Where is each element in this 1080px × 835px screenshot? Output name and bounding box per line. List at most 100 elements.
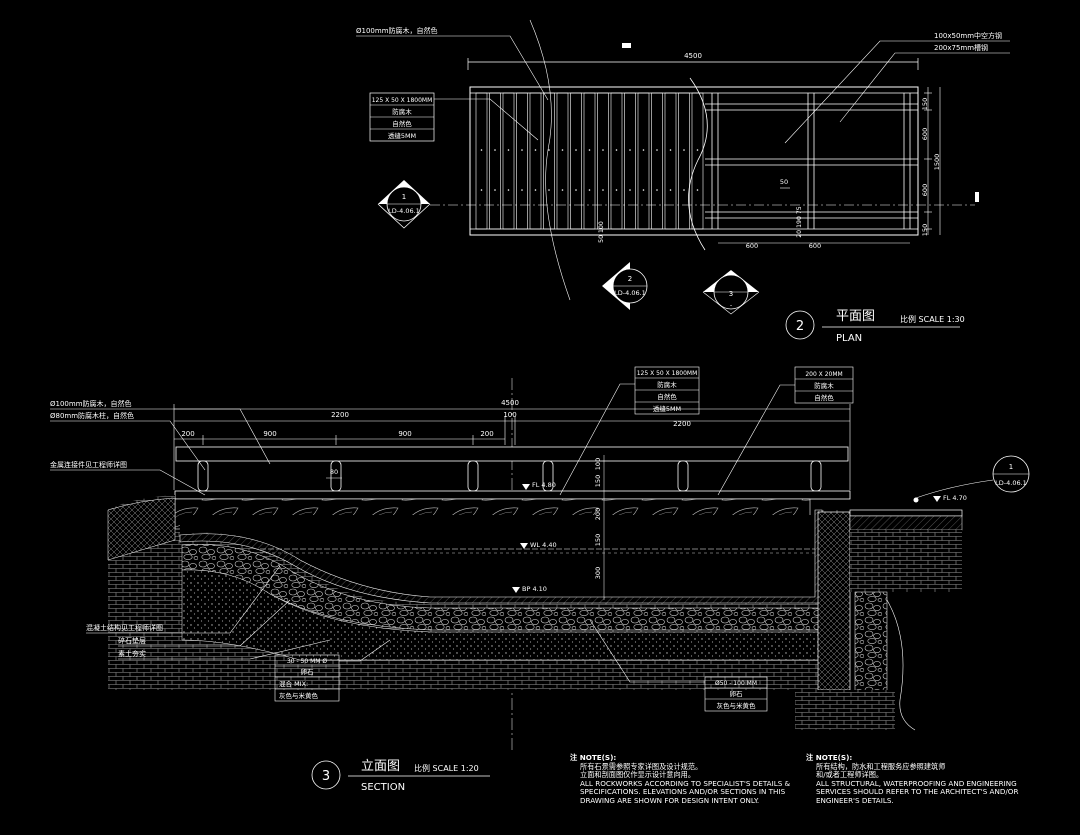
plank-screw <box>642 189 645 191</box>
level-fl2: FL 4.70 <box>943 494 967 502</box>
deck-plank <box>502 92 515 230</box>
deck-spec-material: 防腐木 <box>657 380 677 389</box>
rail-post <box>330 460 342 492</box>
note-structural-line: 和/或者工程师详图。 <box>816 770 884 780</box>
plank-screw <box>615 149 618 151</box>
plan-label-steel2: 200x75mm槽钢 <box>934 43 988 52</box>
section-deck-table: 125 X 50 X 1800MM 防腐木 自然色 透缝5MM <box>559 366 700 496</box>
section-deck <box>174 490 851 500</box>
section-label-concrete: 混凝土结构见工程师详图 <box>86 623 163 632</box>
plank-screw <box>683 189 685 191</box>
plan-spec-gap: 透缝5MM <box>388 131 416 140</box>
plank-screw <box>656 189 658 191</box>
rail-spec-material: 防腐木 <box>814 381 834 390</box>
section-title-cn: 立面图 <box>361 759 400 774</box>
deck-plank <box>597 92 609 230</box>
note-structural: 注 NOTE(S): 所有结构，防水和工程服务应参照建筑师 和/或者工程师详图。… <box>806 753 1019 806</box>
plank-screw <box>521 149 523 151</box>
pebble-small-color: 灰色与米黄色 <box>279 691 319 700</box>
deck-plank <box>516 92 528 230</box>
plank-screw <box>494 149 496 151</box>
plank-screw <box>696 149 699 151</box>
plan-callout-2-ref: LD-4.06.1 <box>614 289 646 297</box>
deck-plank <box>543 92 555 230</box>
plank-screw <box>480 189 483 191</box>
plank-screw <box>521 189 523 191</box>
plank-screw <box>696 189 699 191</box>
plan-callout-2: 2 LD-4.06.1 <box>602 262 648 310</box>
plan-callout-1-num: 1 <box>402 193 406 201</box>
plank-screw <box>602 149 604 151</box>
plank-screw <box>629 189 631 191</box>
plank-screw <box>561 189 564 191</box>
deck-plank <box>489 92 501 230</box>
note-structural-line: ENGINEER'S DETAILS. <box>816 795 894 805</box>
plan-title-en: PLAN <box>836 333 862 344</box>
plank-screw <box>683 149 685 151</box>
plank-screw <box>494 189 496 191</box>
plan-title-cn: 平面图 <box>836 309 875 324</box>
plan-spec-color: 自然色 <box>392 119 412 128</box>
plan-dim-h600b: 600 <box>809 242 821 250</box>
plan-callout-3-ref: - <box>730 301 733 309</box>
note-structural-line: ALL STRUCTURAL, WATERPROOFING AND ENGINE… <box>816 778 1017 788</box>
plan-callout-1: 1 LD-4.06.1 <box>377 180 431 229</box>
plank-screw <box>534 149 537 151</box>
section-view: 4500 2200 100 2200 200 900 900 200 80 <box>50 366 1030 793</box>
plank-screw <box>629 149 631 151</box>
rail-post <box>197 460 209 492</box>
plank-screw <box>656 149 658 151</box>
note-rockworks-line: ALL ROCKWORKS ACCORDING TO SPECIALIST'S … <box>580 778 791 788</box>
section-dim-v100: 100 <box>594 458 602 470</box>
section-dim-80: 80 <box>330 468 338 476</box>
deck-plank <box>475 92 488 230</box>
plan-spec-table: 125 X 50 X 1800MM 防腐木 自然色 透缝5MM <box>369 92 539 142</box>
section-label-post: Ø80mm防腐木柱，自然色 <box>50 411 134 420</box>
section-title-block: 3 立面图 SECTION 比例 SCALE 1:20 <box>311 759 490 793</box>
deck-plank <box>678 92 690 230</box>
plank-screw <box>602 189 604 191</box>
plan-steel-frame <box>705 93 918 229</box>
plan-callout-3-num: 3 <box>729 290 733 298</box>
rail-post <box>810 460 822 492</box>
level-fl1: FL 4.80 <box>532 481 556 489</box>
section-pebble-small-table: 30 - 50 MM Ø 卵石 混合 MIX: 灰色与米黄色 <box>274 639 391 702</box>
level-wl: WL 4.40 <box>530 541 557 549</box>
pebble-large-name: 卵石 <box>730 689 744 698</box>
section-dim-900a: 900 <box>263 430 276 438</box>
plan-callout-3: 3 - <box>702 270 760 315</box>
section-label-soil: 素土夯实 <box>118 649 146 658</box>
deck-spec-size: 125 X 50 X 1800MM <box>637 370 698 377</box>
plan-callout-2-num: 2 <box>628 275 632 283</box>
section-levels: FL 4.80 WL 4.40 BP 4.10 FL 4.70 <box>512 481 967 593</box>
plank-screw <box>548 149 550 151</box>
note-structural-line: SERVICES SHOULD REFER TO THE ARCHITECT'S… <box>816 787 1019 797</box>
plan-dim-overall: 4500 <box>684 52 702 60</box>
section-label-pole: Ø100mm防腐木，自然色 <box>50 399 132 408</box>
section-pebble-large-table: Ø50 - 100 MM 卵石 灰色与米黄色 <box>589 619 768 712</box>
section-callout-1: 1 LD-4.06.1 <box>915 455 1030 499</box>
plan-marker-top <box>622 43 631 48</box>
rail-spec-color: 自然色 <box>814 393 834 402</box>
plank-screw <box>642 149 645 151</box>
plank-screw <box>575 149 577 151</box>
plan-dim-50-100: 50 100 <box>598 221 605 243</box>
section-dim-200a: 200 <box>181 430 194 438</box>
deck-plank <box>691 92 704 230</box>
section-label-connector: 金属连接件见工程师详图 <box>50 460 127 469</box>
section-dim-v200: 200 <box>594 508 602 520</box>
plank-screw <box>480 149 483 151</box>
plan-deck-planks <box>475 92 704 230</box>
deck-plank <box>664 92 677 230</box>
deck-spec-color: 自然色 <box>657 392 677 401</box>
plank-screw <box>507 189 510 191</box>
plan-marker-right <box>975 192 979 202</box>
note-rockworks-line: 立面和剖面图仅作显示设计意向用。 <box>580 770 696 780</box>
section-dim-2200b: 2200 <box>673 420 691 428</box>
section-callout-ref: LD-4.06.1 <box>995 479 1027 487</box>
rail-spec-size: 200 X 20MM <box>805 371 842 378</box>
plan-number: 2 <box>796 319 804 334</box>
plank-screw <box>548 189 550 191</box>
section-dim-overall: 4500 <box>501 399 519 407</box>
